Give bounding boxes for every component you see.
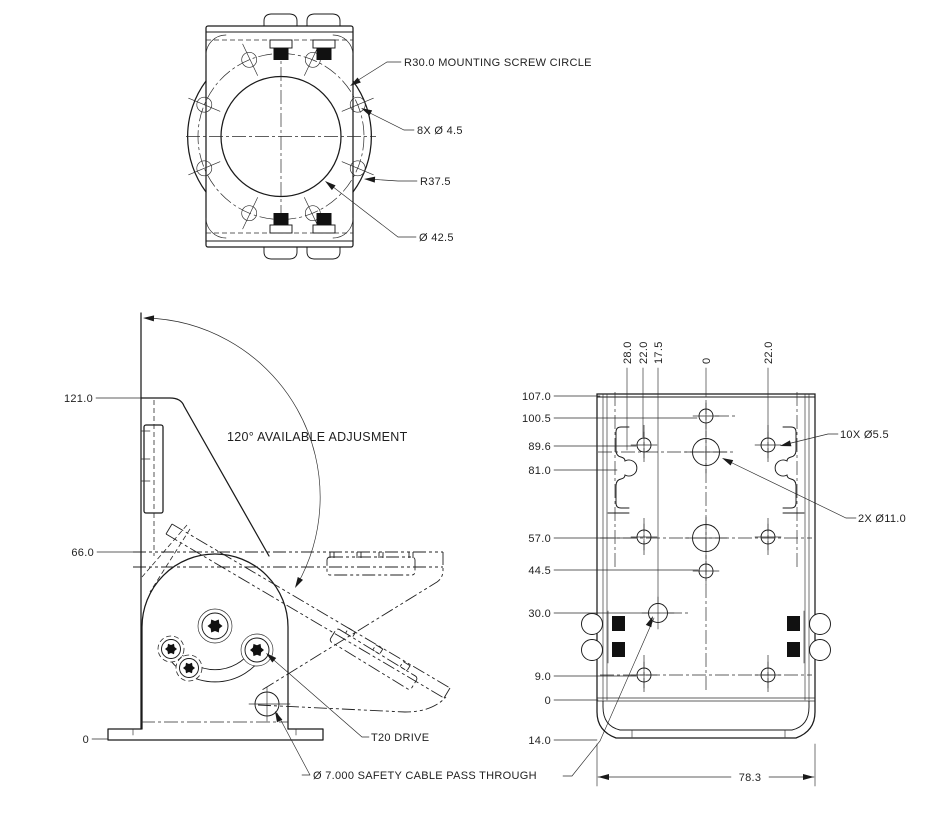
side-dim-top-label: 121.0: [64, 393, 93, 405]
callout-safety-label: Ø 7.000 SAFETY CABLE PASS THROUGH: [313, 770, 537, 782]
hidden-position-screws: [157, 635, 203, 682]
adjustment-arc: [145, 317, 321, 586]
screw-holes: [188, 43, 374, 230]
left-dim-57: 57.0: [528, 533, 551, 545]
top-dim-17: 17.5: [653, 341, 665, 364]
callout-bore-label: Ø 42.5: [419, 232, 454, 244]
left-dim-44: 44.5: [528, 565, 551, 577]
left-dim-100: 100.5: [522, 413, 551, 425]
hole-centermarks: [630, 402, 782, 689]
width-dimension: 78.3: [596, 743, 816, 787]
pivot-screw: [197, 608, 233, 644]
left-dim-107: 107.0: [522, 391, 551, 403]
width-dim-label: 78.3: [739, 772, 762, 784]
left-dim-30: 30.0: [528, 608, 551, 620]
top-dim-22l: 22.0: [638, 341, 650, 364]
phantom-adjusted-position: [133, 523, 451, 713]
top-dim-0: 0: [701, 358, 713, 364]
left-dim-14: 14.0: [528, 735, 551, 747]
angle-note-label: 120° AVAILABLE ADJUSMENT: [227, 430, 408, 444]
keyhole-slot-left: [607, 426, 638, 514]
callout-big-holes-label: 2X Ø11.0: [858, 513, 906, 525]
flange-bolts: [263, 13, 341, 260]
front-view: 28.0 22.0 17.5 0 22.0 107.0 100.5 89.6 8…: [522, 341, 906, 787]
callout-screw-holes-label: 8X Ø 4.5: [417, 125, 463, 137]
side-view: 120° AVAILABLE ADJUSMENT 121.0 66.0 0 T2…: [64, 312, 655, 782]
side-dim-mid-label: 66.0: [71, 547, 94, 559]
callout-small-holes-label: 10X Ø5.5: [840, 429, 889, 441]
callout-outer-radius-label: R37.5: [420, 176, 451, 188]
top-dim-22r: 22.0: [763, 341, 775, 364]
front-left-dims: 107.0 100.5 89.6 81.0 57.0 44.5 30.0 9.0…: [522, 391, 699, 747]
callout-screw-circle-label: R30.0 MOUNTING SCREW CIRCLE: [404, 57, 592, 69]
side-dim-zero-label: 0: [83, 734, 89, 746]
top-dim-28: 28.0: [622, 341, 634, 364]
callout-t20-label: T20 DRIVE: [371, 732, 429, 744]
left-dim-9: 9.0: [535, 671, 551, 683]
t20-adjust-screw: [240, 633, 274, 667]
safety-cable-hole-side: [248, 686, 291, 722]
front-top-dims: 28.0 22.0 17.5 0 22.0: [622, 341, 775, 604]
keyhole-slot-right: [774, 426, 805, 514]
left-dim-89: 89.6: [528, 441, 551, 453]
left-dim-0: 0: [545, 695, 551, 707]
clamp-bolts: [581, 610, 831, 664]
left-dim-81: 81.0: [528, 465, 551, 477]
top-view: R30.0 MOUNTING SCREW CIRCLE 8X Ø 4.5 R37…: [186, 13, 592, 260]
